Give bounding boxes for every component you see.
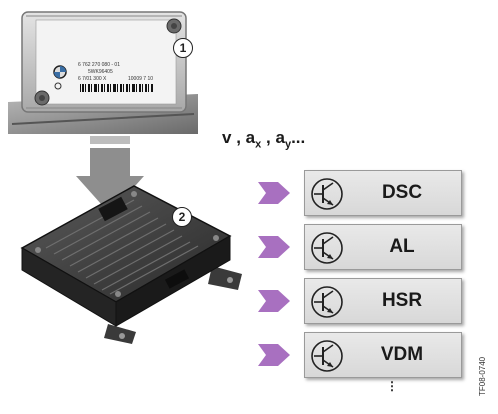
- signal-ax: ax: [245, 128, 262, 151]
- control-unit-image: [20, 185, 242, 344]
- chevron-arrow-icon: [258, 182, 290, 204]
- chevron-arrow-icon: [258, 236, 290, 258]
- transistor-icon: [311, 340, 343, 372]
- chevron-arrow-icon: [258, 290, 290, 312]
- function-box-vdm: VDM: [304, 332, 462, 378]
- sensor-label-line-3: 6 7/01 300 X: [78, 76, 107, 82]
- function-label-vdm: VDM: [380, 344, 424, 365]
- warning-symbol-icon: [54, 82, 62, 90]
- transistor-icon: [311, 286, 343, 318]
- barcode: [80, 84, 153, 92]
- function-label-hsr: HSR: [381, 290, 423, 311]
- function-box-dsc: DSC: [304, 170, 462, 216]
- function-row-hsr: HSR: [258, 278, 464, 324]
- function-row-al: AL: [258, 224, 464, 270]
- sensor-label-line-4: 10009 7 10: [128, 76, 153, 82]
- sensor-label-line-1: 6 762 270 080 - 01: [78, 62, 120, 68]
- signal-ay: ay: [275, 128, 292, 151]
- function-box-al: AL: [304, 224, 462, 270]
- sensor-cluster-image: 6 762 270 080 - 01 5WK96405 6 7/01 300 X…: [8, 11, 198, 134]
- flow-down-arrow-icon: [76, 136, 144, 214]
- callout-2: 2: [172, 207, 192, 227]
- signal-v: v: [222, 128, 232, 147]
- chevron-arrow-icon: [258, 344, 290, 366]
- function-box-hsr: HSR: [304, 278, 462, 324]
- continuation-dots: ⋮: [386, 379, 398, 393]
- function-row-vdm: VDM: [258, 332, 464, 378]
- function-label-al: AL: [389, 236, 415, 257]
- function-label-dsc: DSC: [381, 182, 423, 203]
- sensor-mount-bolts: [34, 18, 182, 106]
- function-row-dsc: DSC: [258, 170, 464, 216]
- transistor-icon: [311, 178, 343, 210]
- sensor-label-line-2: 5WK96405: [88, 69, 113, 75]
- signal-variables-label: v , ax , ay...: [222, 128, 306, 151]
- callout-1: 1: [173, 38, 193, 58]
- transistor-icon: [311, 232, 343, 264]
- figure-code: TF08-0740: [478, 356, 487, 396]
